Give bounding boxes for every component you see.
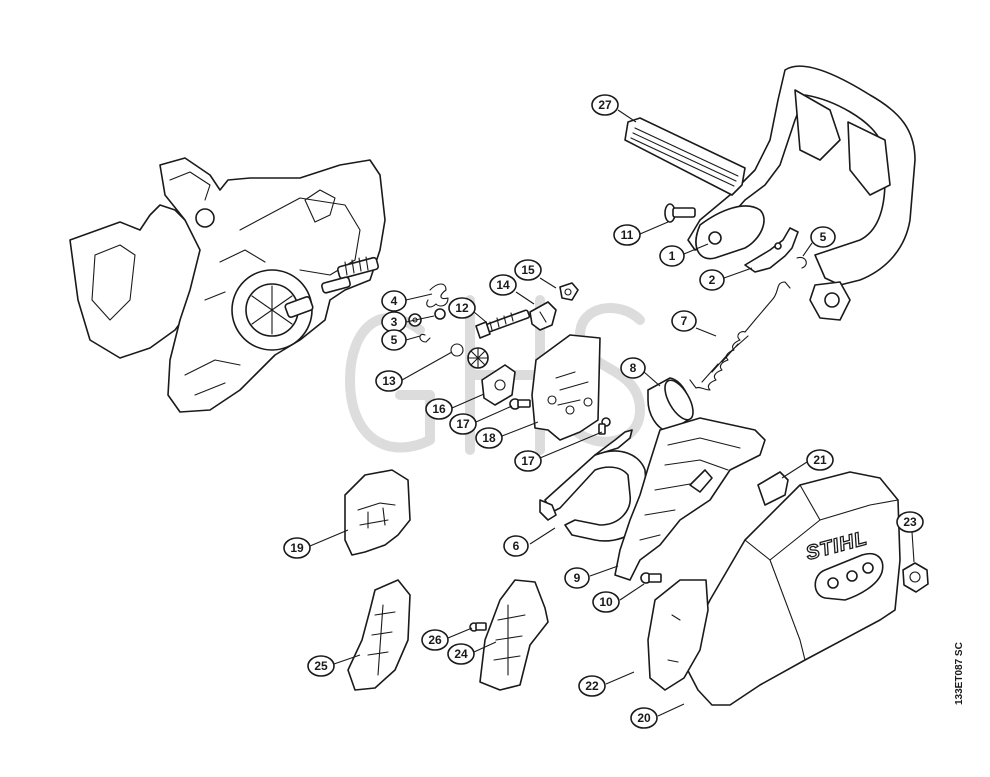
crankcase-housing <box>69 157 386 413</box>
callout-5-lower[interactable]: 5 <box>381 329 407 351</box>
callout-27[interactable]: 27 <box>591 94 619 116</box>
callout-12[interactable]: 12 <box>448 297 476 319</box>
callout-18[interactable]: 18 <box>475 427 503 449</box>
svg-text:3: 3 <box>391 315 398 329</box>
stud-12 <box>475 309 531 339</box>
guard-grip <box>624 117 746 196</box>
callout-16[interactable]: 16 <box>425 398 453 420</box>
nut-23 <box>902 562 929 593</box>
callout-2[interactable]: 2 <box>699 269 725 291</box>
callout-20[interactable]: 20 <box>630 707 658 729</box>
svg-text:20: 20 <box>637 711 651 725</box>
svg-text:14: 14 <box>496 278 510 292</box>
callout-23[interactable]: 23 <box>896 511 924 533</box>
callout-4[interactable]: 4 <box>381 290 407 312</box>
tensioner-15 <box>559 282 579 301</box>
guide-plate-18 <box>531 334 601 441</box>
svg-text:15: 15 <box>521 263 535 277</box>
callout-11[interactable]: 11 <box>613 224 641 246</box>
svg-text:4: 4 <box>391 294 398 308</box>
spring-7 <box>689 281 791 391</box>
tensioner-14 <box>529 301 557 331</box>
svg-text:12: 12 <box>455 301 469 315</box>
svg-text:5: 5 <box>391 333 398 347</box>
callout-10[interactable]: 10 <box>592 591 620 613</box>
svg-text:11: 11 <box>621 228 634 242</box>
cover-25 <box>347 579 411 691</box>
callout-25[interactable]: 25 <box>307 655 335 677</box>
svg-text:24: 24 <box>454 647 468 661</box>
svg-text:17: 17 <box>521 454 535 468</box>
screw-11 <box>664 203 696 223</box>
svg-text:19: 19 <box>290 541 304 555</box>
svg-text:8: 8 <box>630 361 637 375</box>
guide-strip-22 <box>647 579 709 691</box>
sleeve-8 <box>647 377 694 433</box>
screw-26 <box>469 622 487 632</box>
screw-10 <box>640 572 662 584</box>
callout-19[interactable]: 19 <box>283 537 311 559</box>
callout-8[interactable]: 8 <box>620 357 646 379</box>
svg-text:25: 25 <box>314 659 328 673</box>
svg-text:16: 16 <box>432 402 446 416</box>
callout-24[interactable]: 24 <box>447 643 475 665</box>
brake-band-6 <box>539 429 649 542</box>
callout-17-left[interactable]: 17 <box>449 413 477 435</box>
callout-1[interactable]: 1 <box>659 245 685 267</box>
diagram-reference-code: 133ET087 SC <box>954 642 965 705</box>
catcher-9 <box>614 417 766 581</box>
cover-24 <box>479 579 549 691</box>
callout-26[interactable]: 26 <box>421 629 449 651</box>
callout-6[interactable]: 6 <box>503 535 529 557</box>
clip-5 <box>419 333 431 343</box>
plate-16 <box>481 364 516 406</box>
svg-text:13: 13 <box>382 374 396 388</box>
callout-17-right[interactable]: 17 <box>514 450 542 472</box>
svg-text:26: 26 <box>428 633 442 647</box>
sprocket-cover-20: STIHL <box>684 471 901 706</box>
svg-text:27: 27 <box>598 98 612 112</box>
svg-text:21: 21 <box>813 453 827 467</box>
callout-13[interactable]: 13 <box>375 370 403 392</box>
svg-text:17: 17 <box>456 417 470 431</box>
svg-text:9: 9 <box>574 571 581 585</box>
svg-text:2: 2 <box>709 273 716 287</box>
callout-21[interactable]: 21 <box>806 449 834 471</box>
spring-4 <box>426 283 449 308</box>
plate-21 <box>757 471 789 506</box>
cover-19 <box>344 469 411 556</box>
svg-text:1: 1 <box>669 249 676 263</box>
svg-text:23: 23 <box>903 515 917 529</box>
callout-3[interactable]: 3 <box>381 311 407 333</box>
svg-text:10: 10 <box>599 595 613 609</box>
hand-guard <box>687 65 916 321</box>
leader-lines <box>309 109 915 717</box>
sprocket-13 <box>450 343 489 369</box>
screw-17b <box>598 417 611 435</box>
callout-5-upper[interactable]: 5 <box>810 226 836 248</box>
callout-9[interactable]: 9 <box>564 567 590 589</box>
svg-text:5: 5 <box>820 230 827 244</box>
svg-text:6: 6 <box>513 539 520 553</box>
screw-17a <box>509 398 531 410</box>
svg-text:22: 22 <box>585 679 599 693</box>
svg-text:18: 18 <box>482 431 496 445</box>
callout-14[interactable]: 14 <box>489 274 517 296</box>
callout-15[interactable]: 15 <box>514 259 542 281</box>
lever-2 <box>744 227 807 273</box>
svg-text:7: 7 <box>681 314 688 328</box>
callout-7[interactable]: 7 <box>671 310 697 332</box>
callout-22[interactable]: 22 <box>578 675 606 697</box>
